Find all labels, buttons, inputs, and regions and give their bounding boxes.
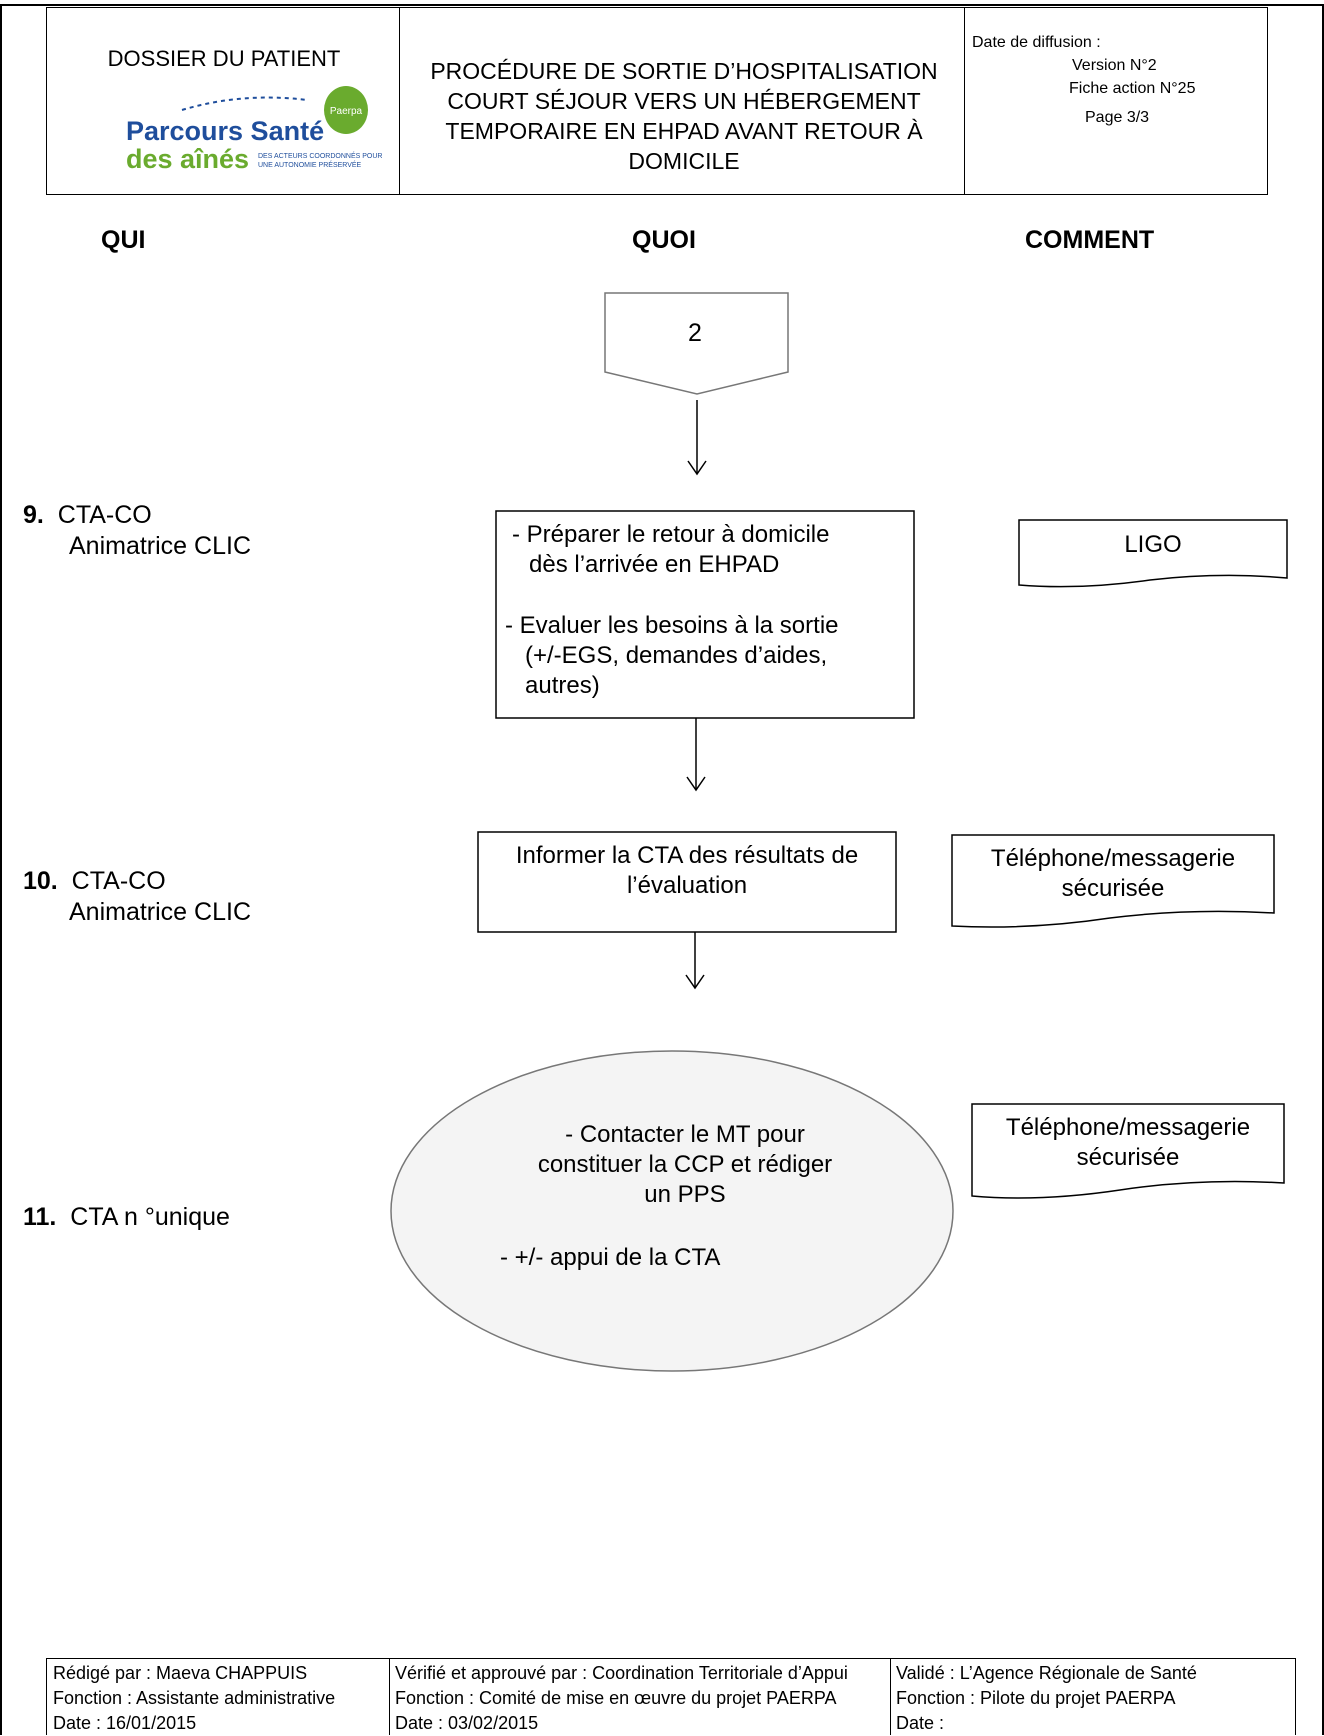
step10-who: 10. CTA-CO Animatrice CLIC bbox=[23, 866, 251, 928]
header-divider bbox=[964, 8, 965, 194]
who-line: Animatrice CLIC bbox=[69, 532, 251, 560]
footer-date: Date : bbox=[896, 1713, 945, 1733]
how-line: Téléphone/messagerie bbox=[990, 845, 1236, 872]
how-line: Téléphone/messagerie bbox=[1005, 1114, 1251, 1141]
footer-function: Fonction : Assistante administrative bbox=[53, 1688, 336, 1708]
fiche-label: Fiche action N°25 bbox=[1069, 80, 1196, 97]
step-number: 9. bbox=[23, 501, 44, 529]
footer-divider bbox=[890, 1659, 891, 1735]
flow-arrows bbox=[685, 400, 707, 990]
footer-function: Fonction : Pilote du projet PAERPA bbox=[896, 1688, 1176, 1708]
svg-text:Parcours Santé: Parcours Santé bbox=[126, 116, 324, 146]
arrow-head bbox=[685, 974, 705, 990]
header-table: DOSSIER DU PATIENT Paerpa Parcours Santé… bbox=[46, 7, 1268, 195]
step9-what-line: (+/-EGS, demandes d’aides, bbox=[525, 642, 828, 669]
footer-validator: Validé : L’Agence Régionale de Santé bbox=[896, 1663, 1197, 1683]
what-line: - Contacter le MT pour bbox=[565, 1121, 805, 1148]
step9-what-line: autres) bbox=[525, 672, 600, 699]
step11-what-line: - +/- appui de la CTA bbox=[500, 1244, 721, 1271]
dossier-title: DOSSIER DU PATIENT bbox=[107, 46, 341, 71]
step9-what-line: - Evaluer les besoins à la sortie bbox=[505, 612, 839, 639]
page-number: Page 3/3 bbox=[1085, 109, 1150, 126]
flowchart bbox=[390, 292, 1288, 1372]
off-page-connector bbox=[604, 292, 789, 395]
diffusion-date-label: Date de diffusion : bbox=[972, 34, 1101, 51]
what-line: l’évaluation bbox=[626, 872, 748, 899]
column-heading-quoi: QUOI bbox=[632, 226, 696, 254]
procedure-title-line: COURT SÉJOUR VERS UN HÉBERGEMENT bbox=[447, 88, 921, 114]
step11-ellipse bbox=[390, 1050, 954, 1372]
step9-document-shape bbox=[1018, 519, 1288, 588]
svg-text:UNE AUTONOMIE PRÉSERVÉE: UNE AUTONOMIE PRÉSERVÉE bbox=[258, 160, 362, 169]
step10-how: Téléphone/messagerie sécurisée bbox=[952, 844, 1274, 904]
column-heading-qui: QUI bbox=[101, 226, 146, 254]
footer-date: Date : 16/01/2015 bbox=[53, 1713, 197, 1733]
column-heading-comment: COMMENT bbox=[1025, 226, 1155, 254]
step-number: 10. bbox=[23, 867, 58, 895]
procedure-title-line: PROCÉDURE DE SORTIE D’HOSPITALISATION bbox=[430, 58, 938, 84]
footer-verifier: Vérifié et approuvé par : Coordination T… bbox=[395, 1663, 848, 1683]
procedure-title: PROCÉDURE DE SORTIE D’HOSPITALISATION CO… bbox=[401, 56, 967, 176]
procedure-title-line: DOMICILE bbox=[628, 148, 740, 174]
what-line: Informer la CTA des résultats de bbox=[515, 842, 859, 869]
step10-process-box bbox=[477, 831, 897, 933]
step9-who: 9. CTA-CO Animatrice CLIC bbox=[23, 500, 251, 562]
footer-cell-redige: Rédigé par : Maeva CHAPPUIS Fonction : A… bbox=[53, 1661, 335, 1736]
step11-what: - Contacter le MT pour constituer la CCP… bbox=[520, 1120, 850, 1210]
footer-date: Date : 03/02/2015 bbox=[395, 1713, 539, 1733]
who-line: CTA-CO bbox=[57, 501, 152, 529]
step9-what-line: - Préparer le retour à domicile bbox=[512, 521, 830, 548]
how-line: sécurisée bbox=[1076, 1144, 1180, 1171]
footer-table: Rédigé par : Maeva CHAPPUIS Fonction : A… bbox=[46, 1658, 1296, 1735]
page-border-right bbox=[1322, 4, 1324, 1735]
step9-what-line: dès l’arrivée en EHPAD bbox=[529, 551, 780, 578]
step11-document-shape bbox=[971, 1103, 1285, 1199]
footer-cell-verifie: Vérifié et approuvé par : Coordination T… bbox=[395, 1661, 848, 1736]
svg-text:DES ACTEURS COORDONNÉS POUR: DES ACTEURS COORDONNÉS POUR bbox=[258, 151, 382, 160]
connector-label: 2 bbox=[688, 319, 702, 347]
step9-process-box bbox=[495, 510, 915, 719]
page-border-left bbox=[0, 4, 2, 1735]
what-line: constituer la CCP et rédiger bbox=[537, 1151, 833, 1178]
svg-text:des aînés: des aînés bbox=[126, 144, 249, 174]
step9-how: LIGO bbox=[1124, 531, 1182, 558]
step11-how: Téléphone/messagerie sécurisée bbox=[972, 1113, 1284, 1173]
who-line: CTA n °unique bbox=[70, 1203, 230, 1231]
header-divider bbox=[399, 8, 400, 194]
what-line: un PPS bbox=[644, 1181, 726, 1208]
step10-what: Informer la CTA des résultats de l’évalu… bbox=[478, 841, 896, 901]
arrow-head bbox=[687, 460, 707, 476]
step11-who: 11. CTA n °unique bbox=[23, 1202, 230, 1233]
footer-divider bbox=[389, 1659, 390, 1735]
version-label: Version N°2 bbox=[1072, 57, 1157, 74]
step-number: 11. bbox=[23, 1203, 57, 1231]
footer-function: Fonction : Comité de mise en œuvre du pr… bbox=[395, 1688, 837, 1708]
footer-cell-valide: Validé : L’Agence Régionale de Santé Fon… bbox=[896, 1661, 1197, 1736]
footer-author: Rédigé par : Maeva CHAPPUIS bbox=[53, 1663, 308, 1683]
paerpa-logo: Paerpa Parcours Santé des aînés DES ACTE… bbox=[126, 86, 382, 174]
arrow-head bbox=[686, 776, 706, 792]
page-border-top bbox=[0, 4, 1324, 6]
step10-document-shape bbox=[951, 834, 1275, 928]
who-line: Animatrice CLIC bbox=[69, 898, 251, 926]
svg-text:Paerpa: Paerpa bbox=[330, 106, 363, 117]
procedure-title-line: TEMPORAIRE EN EHPAD AVANT RETOUR À bbox=[445, 118, 923, 144]
how-line: sécurisée bbox=[1061, 875, 1165, 902]
who-line: CTA-CO bbox=[71, 867, 166, 895]
